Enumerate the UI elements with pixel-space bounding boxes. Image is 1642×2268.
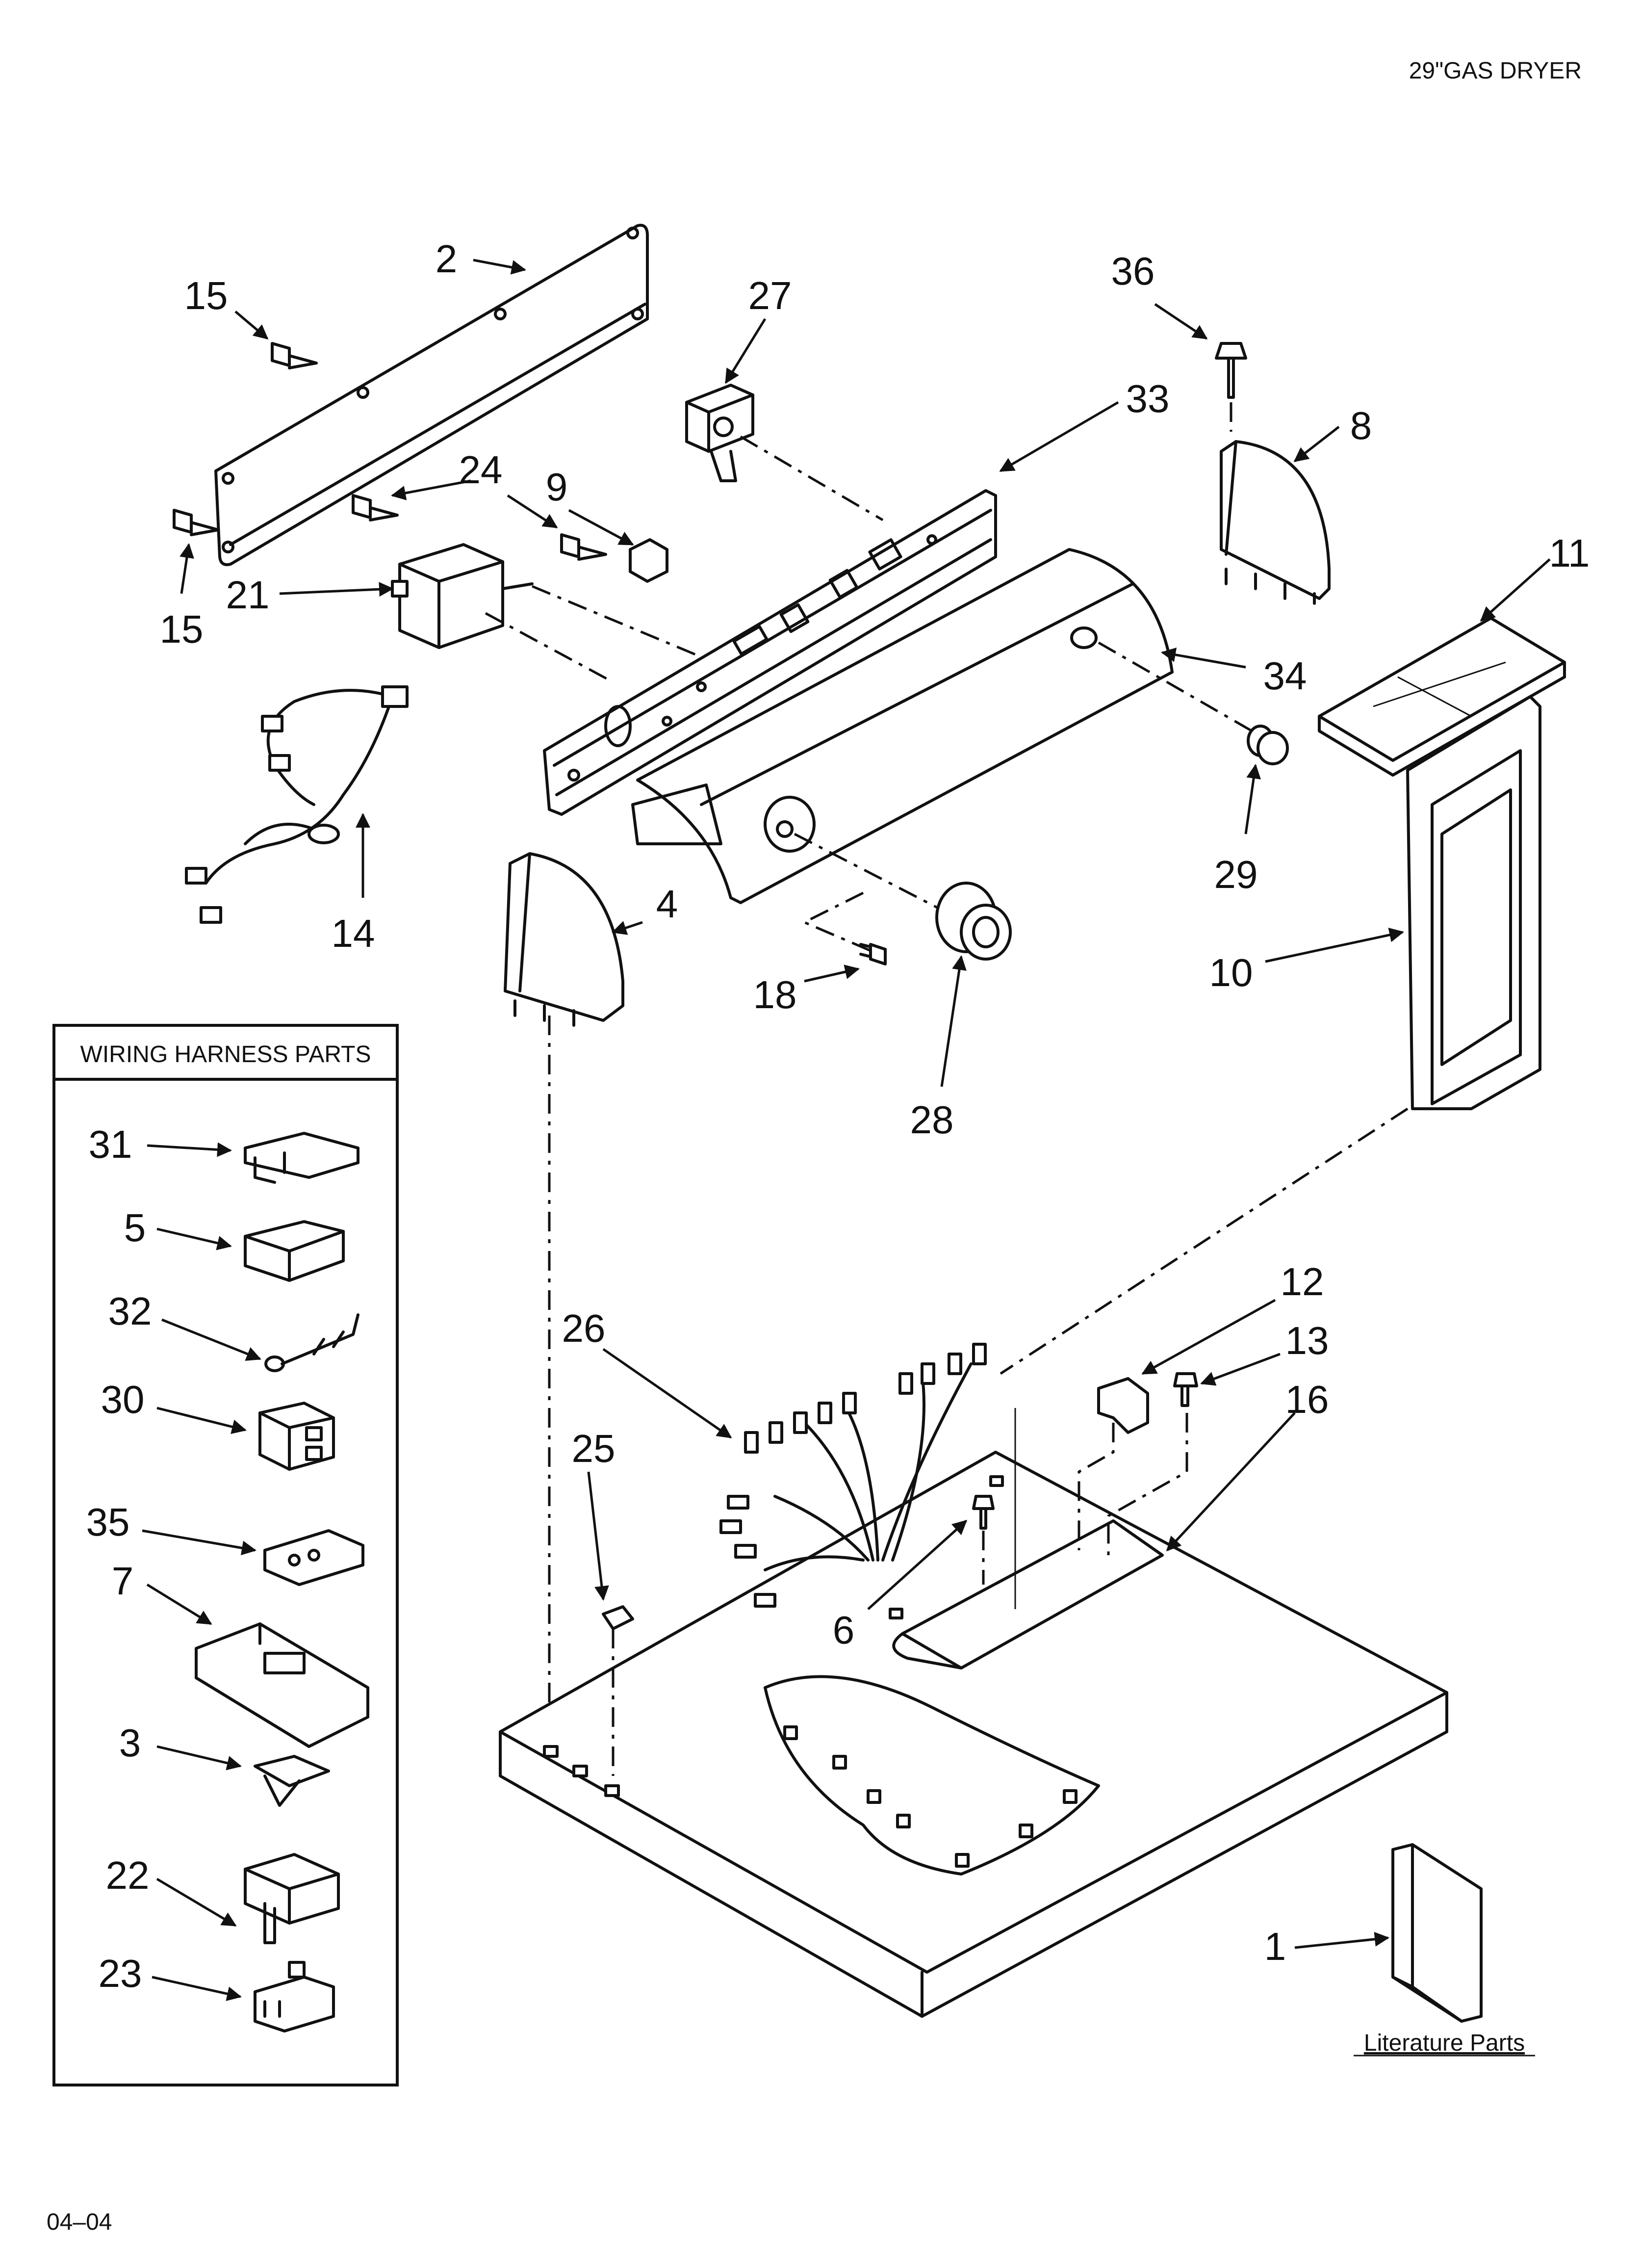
part-22-housing xyxy=(244,1853,340,1944)
part-13-screw xyxy=(1173,1372,1198,1407)
callout-21: 21 xyxy=(226,573,270,617)
part-24-screw xyxy=(352,494,399,521)
part-34-console xyxy=(631,548,1174,904)
callout-32: 32 xyxy=(108,1289,152,1333)
part-27-switch xyxy=(685,384,754,482)
callout-34: 34 xyxy=(1263,654,1307,698)
part-21-timer xyxy=(391,543,534,649)
assembly-line xyxy=(1000,1107,1409,1375)
callout-4: 4 xyxy=(656,882,678,926)
part-2-control-bracket xyxy=(214,224,649,566)
callout-7: 7 xyxy=(112,1559,134,1603)
part-11-lint-screen xyxy=(1318,617,1566,777)
callout-28: 28 xyxy=(910,1098,954,1142)
part-9-screw xyxy=(560,533,607,561)
callout-1: 1 xyxy=(1264,1925,1286,1968)
part-9-clip xyxy=(629,538,668,583)
callout-14: 14 xyxy=(332,912,375,955)
callout-8: 8 xyxy=(1350,404,1372,447)
revision-code: 04–04 xyxy=(47,2209,112,2235)
callout-18: 18 xyxy=(753,973,797,1017)
part-36-screw xyxy=(1215,342,1247,399)
callout-25: 25 xyxy=(572,1427,616,1470)
part-15-screw-bottom xyxy=(173,509,220,536)
callout-35: 35 xyxy=(86,1500,130,1544)
dryer-top-panel xyxy=(499,1451,1448,2018)
part-14-wire-harness xyxy=(185,685,409,924)
callout-10: 10 xyxy=(1209,951,1253,994)
part-12-clip xyxy=(1097,1377,1149,1434)
callout-labels: 2 15 15 24 9 21 14 27 33 36 8 11 34 29 1… xyxy=(86,237,1590,1995)
part-32-terminal xyxy=(264,1313,359,1372)
part-15-screw-top xyxy=(271,342,318,369)
callout-6: 6 xyxy=(833,1608,855,1652)
callout-5: 5 xyxy=(124,1206,146,1250)
callout-31: 31 xyxy=(89,1122,132,1166)
callout-29: 29 xyxy=(1214,853,1258,896)
assembly-line xyxy=(801,891,873,953)
callout-13: 13 xyxy=(1285,1319,1329,1362)
callout-33: 33 xyxy=(1126,377,1170,420)
callout-15-top: 15 xyxy=(184,274,228,317)
part-7-block xyxy=(195,1622,369,1748)
callout-24: 24 xyxy=(459,448,503,492)
callout-2: 2 xyxy=(436,237,458,281)
part-5-connector xyxy=(244,1220,345,1282)
assembly-line xyxy=(485,612,609,681)
leader-lines xyxy=(142,259,1551,2001)
part-8-end-cap-right xyxy=(1220,440,1331,605)
callout-3: 3 xyxy=(119,1721,141,1765)
wiring-box-title: WIRING HARNESS PARTS xyxy=(80,1042,371,1068)
assembly-line xyxy=(1098,641,1261,737)
part-35-connector xyxy=(263,1529,364,1586)
assembly-line xyxy=(1078,1423,1115,1550)
part-33-control-panel xyxy=(543,489,997,816)
assembly-line xyxy=(740,435,884,521)
callout-30: 30 xyxy=(101,1378,145,1421)
part-25-clip xyxy=(602,1605,634,1630)
callout-26: 26 xyxy=(562,1306,606,1350)
part-23-connector xyxy=(254,1961,335,2033)
callout-23: 23 xyxy=(99,1952,142,1995)
part-3-clip xyxy=(254,1755,330,1807)
callout-15-bottom: 15 xyxy=(160,607,204,651)
literature-label: Literature Parts xyxy=(1364,2030,1525,2056)
part-31-connector xyxy=(244,1132,359,1184)
part-1-literature xyxy=(1391,1843,1483,2023)
part-30-plug xyxy=(258,1402,335,1471)
callout-11: 11 xyxy=(1549,531,1590,575)
wiring-harness-box: WIRING HARNESS PARTS xyxy=(52,1024,399,2086)
callout-16: 16 xyxy=(1285,1378,1329,1421)
part-18-screw xyxy=(859,943,887,965)
callout-12: 12 xyxy=(1281,1260,1324,1303)
assembly-line xyxy=(794,833,957,919)
harness-connectors xyxy=(719,1343,1078,1868)
part-29-knob xyxy=(1247,725,1289,765)
callout-22: 22 xyxy=(106,1853,150,1897)
page-title: 29"GAS DRYER xyxy=(1409,58,1582,84)
part-28-timer-knob xyxy=(935,882,1012,961)
part-6-screw xyxy=(972,1495,995,1530)
assembly-line xyxy=(1107,1413,1188,1555)
assembly-line xyxy=(532,585,726,669)
part-10-lint-housing xyxy=(1406,695,1541,1110)
callout-9: 9 xyxy=(546,465,568,509)
part-4-end-cap-left xyxy=(504,852,624,1027)
callout-36: 36 xyxy=(1111,249,1155,293)
part-26-main-harness xyxy=(719,1343,1100,1876)
callout-27: 27 xyxy=(748,274,792,317)
